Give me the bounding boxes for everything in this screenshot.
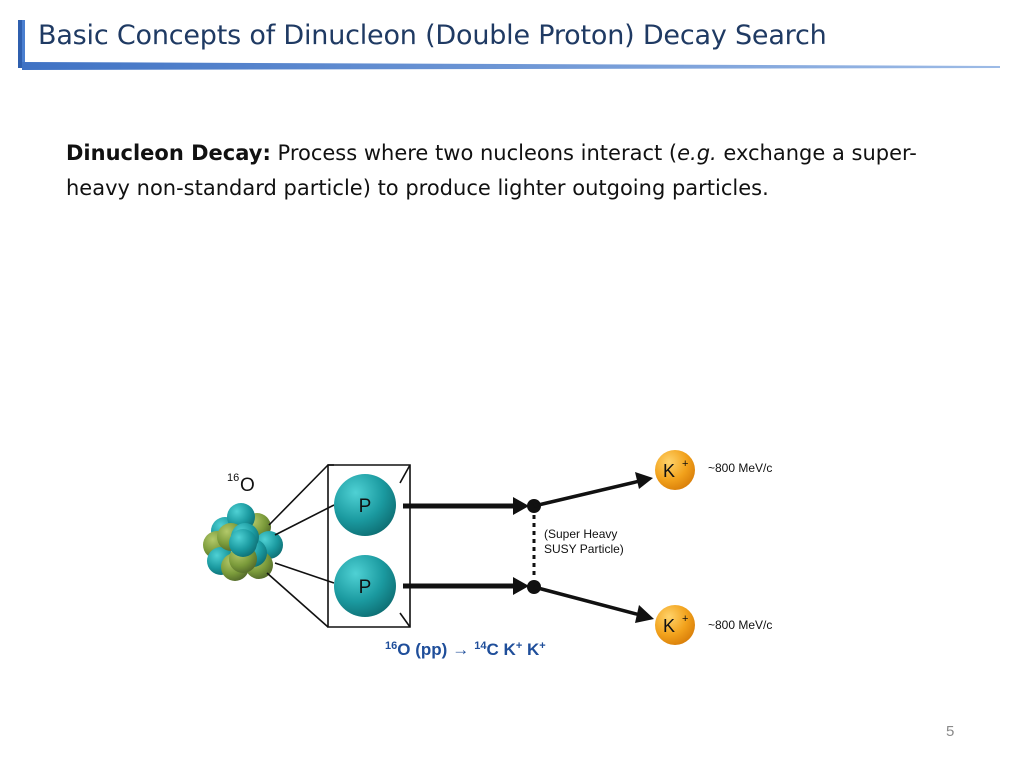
title-bar: Basic Concepts of Dinucleon (Double Prot… (0, 0, 1024, 80)
kaon-1-arrow-line (533, 478, 645, 508)
kaon-2-label: K (663, 616, 675, 636)
kaon-1: K + (655, 450, 695, 490)
definition-text-2: exchange a super-heavy non-standard part… (66, 141, 917, 200)
decay-diagram-svg: 16 O (203, 450, 772, 659)
title-underline (22, 62, 1000, 70)
kaon-1-arrowhead (635, 472, 653, 489)
kaon-2: K + (655, 605, 695, 645)
kaon-1-label: K (663, 461, 675, 481)
title-bar-decoration (18, 20, 1000, 70)
reaction-equation: 16O (pp)→14C K+ K+ (385, 640, 546, 659)
reaction-k1-charge: + (516, 640, 522, 652)
proton-2-label: P (359, 577, 372, 598)
kaon-2-arrowhead (635, 605, 654, 623)
proton-1: P (334, 474, 396, 536)
definition-term: Dinucleon Decay: (66, 141, 271, 165)
reaction-o: O (pp) (397, 640, 447, 659)
oxygen-nucleus (203, 503, 283, 581)
reaction-o-mass: 16 (385, 640, 397, 652)
zoom-lines (266, 464, 335, 628)
slide-title: Basic Concepts of Dinucleon (Double Prot… (38, 20, 827, 51)
proton-1-label: P (359, 496, 372, 517)
reaction-c-mass: 14 (474, 640, 487, 652)
nucleus-label: O (240, 475, 255, 496)
nucleus-label-sup: 16 (227, 472, 239, 484)
reaction-k2: K (522, 640, 540, 659)
definition-paragraph: Dinucleon Decay: Process where two nucle… (66, 136, 946, 206)
exchange-label-line2: SUSY Particle) (544, 542, 624, 556)
kaon-2-arrow-line (533, 585, 645, 618)
kaon-1-momentum: ~800 MeV/c (708, 461, 772, 475)
proton-2-arrowhead (513, 577, 529, 595)
exchange-label-line1: (Super Heavy (544, 527, 617, 541)
reaction-c: C K (487, 640, 517, 659)
definition-eg: e.g. (677, 141, 717, 165)
kaon-2-charge: + (682, 613, 688, 625)
kaon-2-momentum: ~800 MeV/c (708, 618, 772, 632)
reaction-k2-charge: + (539, 640, 545, 652)
page-number: 5 (946, 723, 955, 740)
reaction-arrow-icon: → (452, 640, 469, 659)
proton-1-arrowhead (513, 497, 529, 515)
decay-diagram: 16 O (195, 445, 805, 685)
definition-text-1: Process where two nucleons interact ( (270, 141, 678, 165)
proton-2: P (334, 555, 396, 617)
kaon-1-charge: + (682, 458, 688, 470)
